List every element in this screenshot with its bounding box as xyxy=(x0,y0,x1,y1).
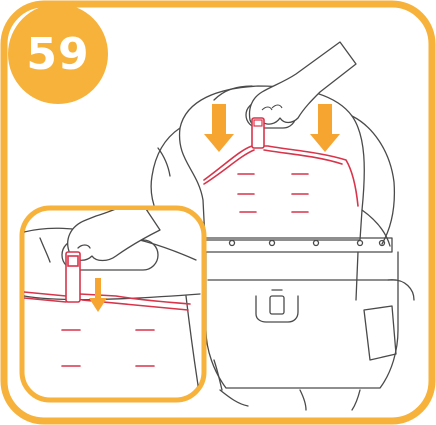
step-badge-circle xyxy=(8,4,108,104)
detail-inset xyxy=(22,200,204,400)
